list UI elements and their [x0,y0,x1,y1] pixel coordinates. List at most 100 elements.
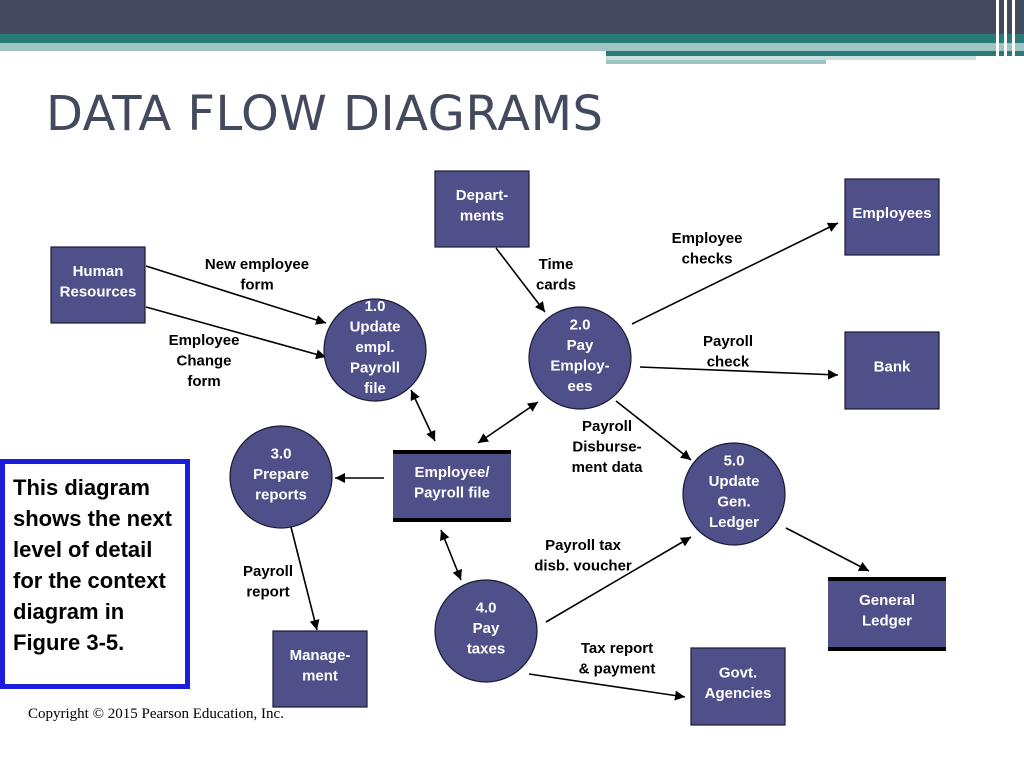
entity-hr-line-1: Human [73,263,124,280]
process-p4-line-1: 4.0 [476,600,497,617]
flow-label-line: Payroll [582,418,632,435]
process-p3-line-2: Prepare [253,466,309,483]
entity-box [272,630,368,708]
header-accent-line [1012,0,1015,68]
entity-box [690,647,786,726]
flow-label-line: New employee [205,256,309,273]
process-p5-line-2: Update [709,473,760,490]
entity-management-line-2: ment [302,667,338,684]
header-stripe [0,43,1024,51]
store-bottom-bar [393,518,511,522]
flow-employee-checks-arrow [631,222,839,325]
flow-label-line: cards [536,277,576,294]
process-p1-line-1: 1.0 [365,298,386,315]
header-stripe [0,34,1024,43]
store-general-ledger-line-2: Ledger [862,612,912,629]
process-circle [682,442,786,546]
process-circle [323,298,427,402]
entity-departments: Depart-ments [434,170,530,248]
flow-label-new-employee-form: New employee form [205,256,309,294]
flow-label-line: Change [176,353,231,370]
store-top-bar [393,450,511,454]
slide-title: DATA FLOW DIAGRAMS [46,86,604,142]
entity-departments-line-2: ments [460,207,504,224]
store-top-bar [828,577,946,581]
flow-label-line: Payroll [703,333,753,350]
entity-departments-line-1: Depart- [456,187,509,204]
flow-label-tax-report-payment: Tax report & payment [579,640,656,678]
flow-label-line: Tax report [581,640,653,657]
flow-label-payroll-tax-voucher: Payroll tax disb. voucher [534,537,632,575]
entity-bank: Bank [844,331,940,410]
entity-hr-line-2: Resources [60,283,137,300]
flow-label-line: ment data [572,459,644,476]
header-bar [0,0,1024,34]
process-circle [528,306,632,410]
process-p4-line-2: Pay [473,620,500,637]
store-fill [393,452,511,520]
process-p5-line-1: 5.0 [724,452,745,469]
flow-label-line: Payroll tax [545,537,622,554]
flow-label-line: report [246,584,289,601]
flow-label-payroll-check: Payroll check [703,333,753,371]
flow-label-line: form [240,277,273,294]
entity-box [434,170,530,248]
flow-employee-change-form-arrow [145,306,327,360]
entity-employees-line-1: Employees [852,205,931,222]
flow-payroll-report-arrow [290,526,320,631]
process-p1-line-3: empl. [355,339,394,356]
flow-payroll-tax-voucher-arrow [545,536,692,623]
process-p5-line-4: Ledger [709,514,759,531]
entity-govt-line-2: Agencies [705,685,772,702]
flow-label-time-cards: Time cards [536,256,576,294]
entity-bank-line-1: Bank [874,359,911,376]
flow-label-line: form [187,373,220,390]
store-payroll-file: Employee/Payroll file [393,450,511,522]
header-stripe [606,51,1024,56]
entity-box [844,178,940,256]
flow-label-line: Time [539,256,574,273]
flow-label-line: disb. voucher [534,558,632,575]
flow-label-line: Disburse- [572,439,641,456]
store-payroll-file-line-2: Payroll file [414,484,490,501]
process-p2-line-2: Pay [567,337,594,354]
flow-new-employee-form-arrow [145,265,327,325]
process-p2-line-4: ees [567,378,592,395]
process-p1-line-4: Payroll [350,360,400,377]
process-p1-line-2: Update [350,319,401,336]
store-fill [828,579,946,649]
process-p2-line-1: 2.0 [570,316,591,333]
flow-label-line: & payment [579,661,656,678]
flow-payroll-check-arrow [639,366,839,380]
flow-label-line: check [707,354,750,371]
header-accent-line [996,0,999,68]
entity-management-line-1: Manage- [290,647,351,664]
process-p2-line-3: Employ- [550,357,609,374]
flow-p1-file-arrow [410,389,436,442]
process-circle [434,579,538,683]
entity-employees: Employees [844,178,940,256]
header-accent-line [1004,0,1007,68]
process-p5-line-3: Gen. [717,493,750,510]
process-p1-line-5: file [364,380,386,397]
flow-p2-file-arrow [477,401,539,444]
flow-payroll-disbursement-data-arrow [615,400,692,461]
flow-p5-ledger-arrow [785,527,870,572]
callout-box: This diagram shows the next level of det… [0,459,190,689]
process-p3-line-3: reports [255,487,307,504]
store-general-ledger-line-1: General [859,592,915,609]
process-p4-line-3: taxes [467,641,505,658]
entity-management: Manage-ment [272,630,368,708]
flow-label-line: checks [682,251,733,268]
